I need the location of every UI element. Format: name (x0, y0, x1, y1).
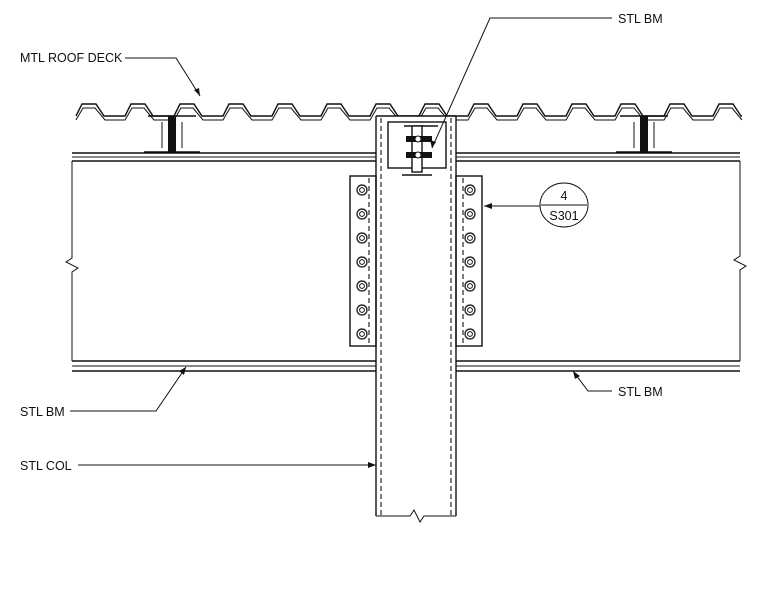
joist-support-right (616, 115, 672, 153)
right-plate-bolt (464, 256, 476, 268)
left-plate-bolt (356, 280, 368, 292)
right-plate-bolt (464, 304, 476, 316)
joist-support-left (144, 115, 200, 153)
right-plate-bolt (464, 208, 476, 220)
left-plate-bolt (356, 304, 368, 316)
left-plate-bolt-core (359, 187, 365, 193)
right-plate-bolt-core (467, 259, 473, 265)
right-plate-bolt (464, 280, 476, 292)
right-plate-bolt-core (467, 283, 473, 289)
left-plate-bolt-core (359, 307, 365, 313)
callout-number: 4 (561, 189, 568, 203)
right-plate-bolt (464, 232, 476, 244)
left-plate-bolt-core (359, 259, 365, 265)
beam-cap-connection (387, 121, 447, 176)
left-plate-bolt-core (359, 283, 365, 289)
right-plate-bolt-core (467, 307, 473, 313)
label-stl-bm-top: STL BM (618, 12, 663, 26)
left-plate-bolt-core (359, 331, 365, 337)
left-plate-bolt (356, 256, 368, 268)
steel-column (375, 115, 457, 523)
right-plate-bolt-core (467, 331, 473, 337)
left-plate-bolt (356, 232, 368, 244)
right-plate-bolt-core (467, 211, 473, 217)
section-callout: 4 S301 (539, 182, 589, 228)
left-plate-bolt (356, 208, 368, 220)
left-plate-bolt (356, 184, 368, 196)
label-stl-bm-right: STL BM (618, 385, 663, 399)
label-stl-bm-left: STL BM (20, 405, 65, 419)
label-stl-col: STL COL (20, 459, 72, 473)
shear-plate-left (349, 175, 377, 347)
right-plate-bolt-core (467, 187, 473, 193)
left-plate-bolt-core (359, 211, 365, 217)
right-plate-bolt-core (467, 235, 473, 241)
label-roof-deck: MTL ROOF DECK (20, 51, 123, 65)
left-plate-bolt-core (359, 235, 365, 241)
callout-sheet: S301 (549, 209, 578, 223)
right-plate-bolt (464, 184, 476, 196)
right-plate-bolt (464, 328, 476, 340)
leaders (70, 17, 612, 468)
shear-plate-right (455, 175, 483, 347)
left-plate-bolt (356, 328, 368, 340)
